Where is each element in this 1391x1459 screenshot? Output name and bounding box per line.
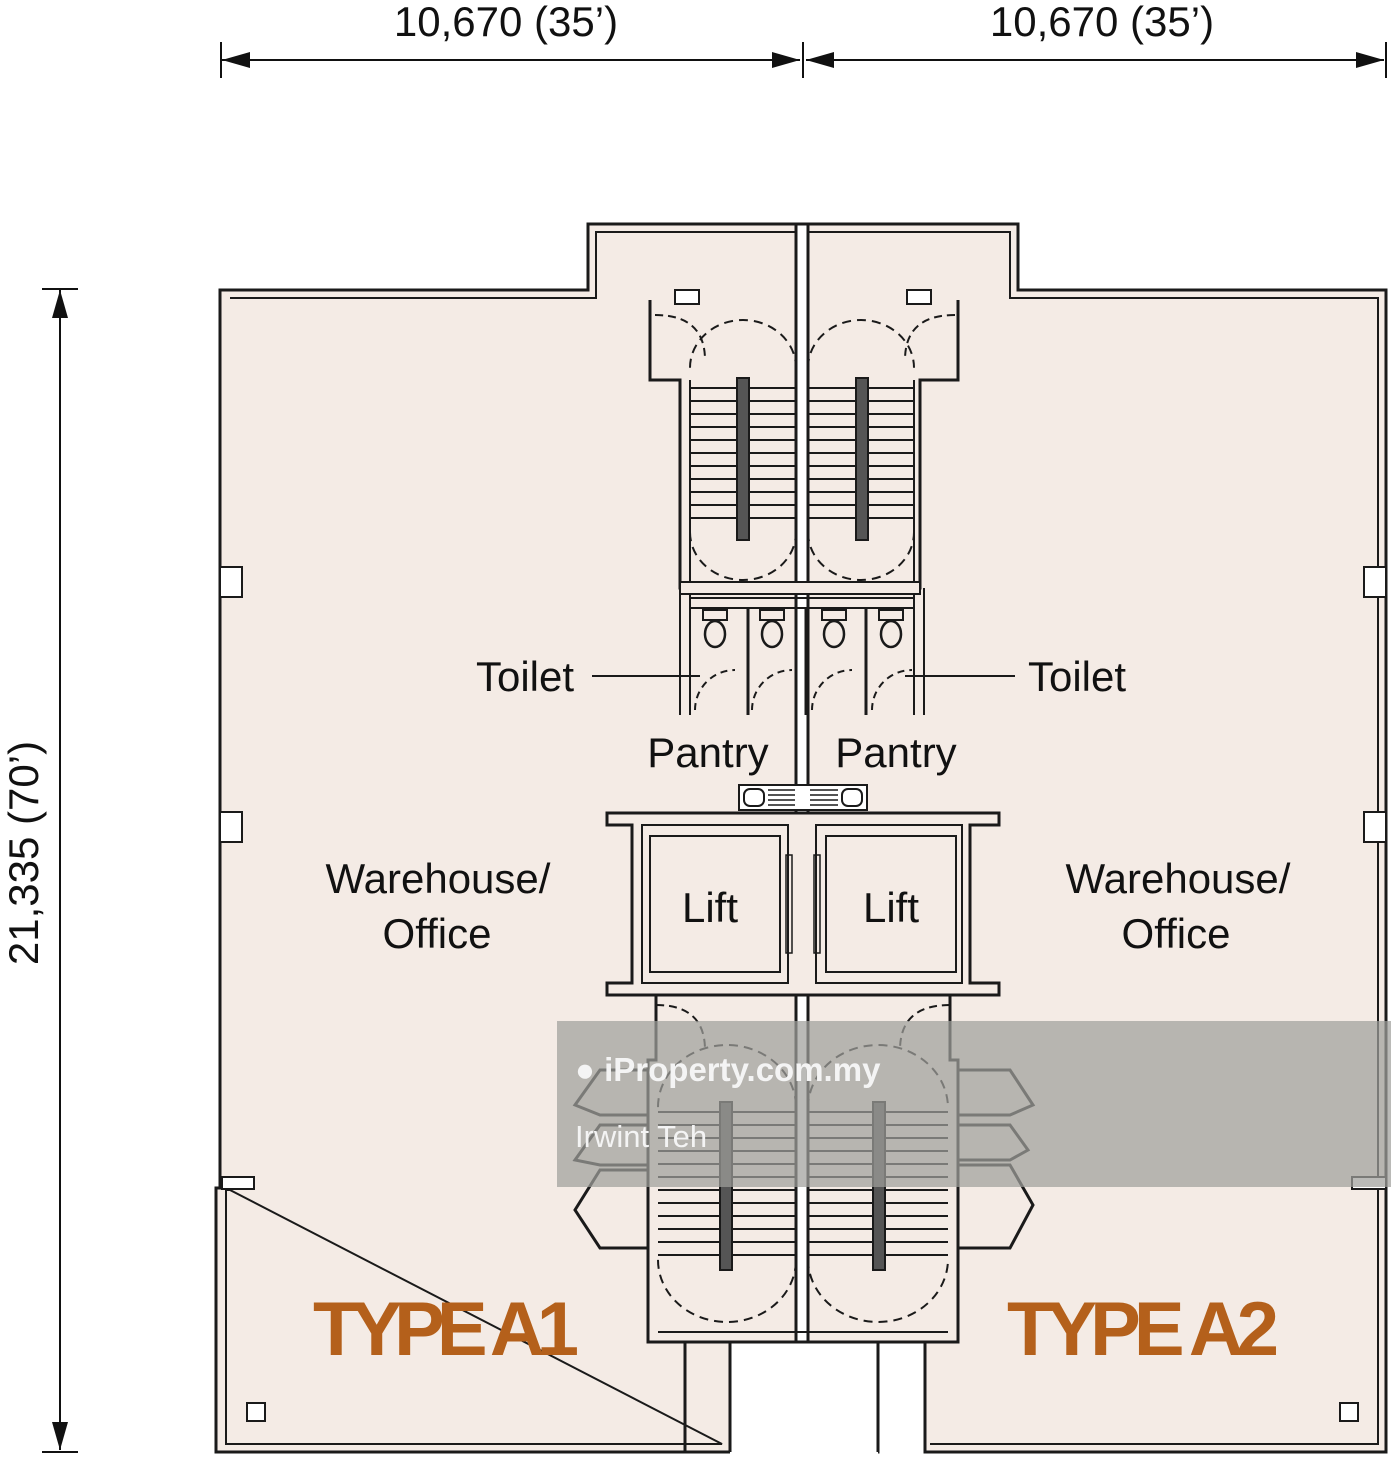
toilet-door-swing: [871, 669, 913, 711]
lift-car-left: [649, 835, 781, 973]
label-toilet-left: Toilet: [476, 653, 574, 700]
stair-landing-arc: [689, 319, 797, 368]
gap: [730, 1343, 878, 1459]
toilet-door-swing: [811, 669, 853, 711]
stair-handrail: [736, 377, 750, 541]
label-office-right: Office: [1122, 910, 1231, 957]
dimension-lines: [42, 42, 1387, 1453]
toilet-bowl: [879, 619, 903, 649]
dimension-width-left: 10,670 (35’): [394, 0, 618, 45]
dimension-depth: 21,335 (70’): [0, 741, 47, 965]
toilet-door-swing: [751, 669, 793, 711]
toilet-fixtures: [694, 608, 913, 715]
label-office-left: Office: [383, 910, 492, 957]
toilet-bowl: [760, 619, 784, 649]
type-label-left: TYPE A1: [313, 1287, 579, 1372]
label-pantry-left: Pantry: [647, 729, 768, 776]
lift-car-right: [825, 835, 957, 973]
label-pantry-right: Pantry: [835, 729, 956, 776]
toilet-bowl: [703, 619, 727, 649]
stair-landing-arc: [807, 319, 915, 368]
watermark-site-text: iProperty.com.my: [604, 1051, 881, 1088]
stair-handrail: [855, 377, 869, 541]
label-lift-right: Lift: [863, 884, 919, 931]
watermark-user: Irwint Teh: [575, 1119, 708, 1154]
staircase-top: [689, 319, 915, 581]
toilet-bowl: [822, 619, 846, 649]
label-warehouse-right: Warehouse/: [1066, 855, 1291, 902]
label-warehouse-left: Warehouse/: [326, 855, 551, 902]
stair-landing-arc: [689, 532, 797, 581]
watermark: ● iProperty.com.my Irwint Teh: [557, 1021, 1391, 1187]
dimension-width-right: 10,670 (35’): [990, 0, 1214, 45]
watermark-site: ● iProperty.com.my: [575, 1051, 881, 1088]
lift-core: [605, 811, 1001, 997]
label-toilet-right: Toilet: [1028, 653, 1126, 700]
toilet-door-swing: [694, 669, 736, 711]
type-label-right: TYPE A2: [1007, 1287, 1279, 1372]
stair-landing-arc: [807, 532, 915, 581]
label-lift-left: Lift: [682, 884, 738, 931]
